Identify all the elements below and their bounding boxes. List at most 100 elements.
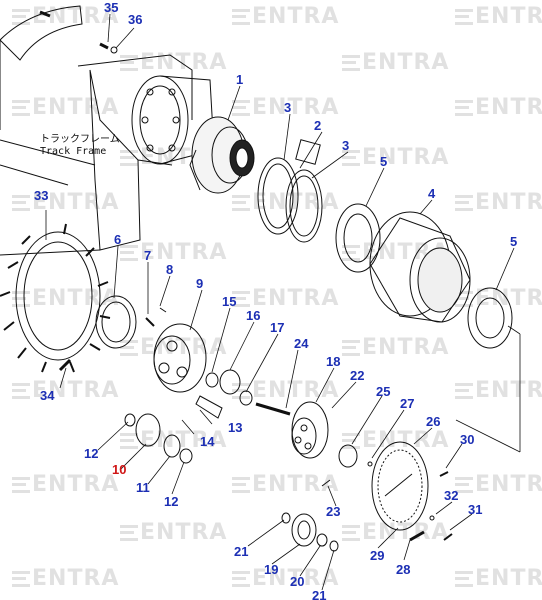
watermark-logo-icon — [342, 55, 360, 71]
callout-1[interactable]: 1 — [236, 72, 244, 87]
watermark: ENTRA — [342, 335, 449, 360]
callout-11[interactable]: 11 — [136, 480, 150, 495]
callout-5[interactable]: 5 — [380, 154, 388, 169]
callout-24[interactable]: 24 — [294, 336, 309, 351]
callout-7[interactable]: 7 — [144, 248, 152, 263]
track-frame-label-english: Track Frame — [40, 146, 107, 157]
watermark-logo-icon — [455, 100, 473, 116]
watermark-logo-icon — [232, 477, 250, 493]
watermark-logo-icon — [12, 571, 30, 587]
watermark-logo-icon — [12, 291, 30, 307]
watermark-logo-icon — [120, 245, 138, 261]
watermark-logo-icon — [455, 477, 473, 493]
motor-housing — [131, 75, 215, 165]
callout-8[interactable]: 8 — [166, 262, 174, 277]
watermark-logo-icon — [12, 195, 30, 211]
callout-26[interactable]: 26 — [426, 414, 441, 429]
callout-16[interactable]: 16 — [246, 308, 261, 323]
watermark-logo-icon — [455, 9, 473, 25]
callout-23[interactable]: 23 — [326, 504, 341, 519]
callout-12[interactable]: 12 — [84, 446, 99, 461]
callout-31[interactable]: 31 — [468, 502, 483, 517]
watermark-logo-icon — [232, 571, 250, 587]
watermark-logo-icon — [12, 100, 30, 116]
callout-14[interactable]: 14 — [200, 434, 215, 449]
bearing-left — [335, 203, 381, 273]
track-frame-label-japanese: トラックフレーム — [40, 134, 120, 145]
callout-21[interactable]: 21 — [234, 544, 249, 559]
callout-35[interactable]: 35 — [104, 0, 119, 15]
watermark: ENTRA — [455, 566, 542, 591]
second-carrier — [291, 401, 329, 459]
watermark-logo-icon — [342, 433, 360, 449]
bearing-right — [467, 287, 513, 349]
watermark-logo-icon — [232, 383, 250, 399]
callout-29[interactable]: 29 — [370, 548, 385, 563]
watermark: ENTRA — [232, 4, 339, 29]
callout-30[interactable]: 30 — [460, 432, 475, 447]
watermark: ENTRA — [342, 50, 449, 75]
watermark-logo-icon — [120, 55, 138, 71]
watermark-logo-icon — [232, 100, 250, 116]
watermark: ENTRA — [455, 95, 542, 120]
watermark: ENTRA — [232, 286, 339, 311]
watermark-logo-icon — [120, 433, 138, 449]
sprocket-ring — [0, 223, 111, 373]
watermark: ENTRA — [12, 566, 119, 591]
callout-34[interactable]: 34 — [40, 388, 55, 403]
callout-3-second[interactable]: 3 — [342, 138, 350, 153]
callout-15[interactable]: 15 — [222, 294, 237, 309]
sprocket-hub — [369, 211, 471, 323]
callout-27[interactable]: 27 — [400, 396, 415, 411]
watermark: ENTRA — [12, 95, 119, 120]
watermark-logo-icon — [232, 9, 250, 25]
watermark-logo-icon — [232, 195, 250, 211]
callout-6[interactable]: 6 — [114, 232, 122, 247]
watermark: ENTRA — [455, 472, 542, 497]
watermark: ENTRA — [12, 378, 119, 403]
watermark: ENTRA — [232, 566, 339, 591]
callout-36[interactable]: 36 — [128, 12, 143, 27]
shaft-parts — [195, 369, 291, 419]
watermark: ENTRA — [12, 190, 119, 215]
callout-22[interactable]: 22 — [350, 368, 365, 383]
callout-20[interactable]: 20 — [290, 574, 305, 589]
callout-9[interactable]: 9 — [196, 276, 204, 291]
watermark: ENTRA — [232, 378, 339, 403]
ring-gear — [95, 295, 137, 349]
callout-28[interactable]: 28 — [396, 562, 411, 577]
callout-13[interactable]: 13 — [228, 420, 243, 435]
callout-17[interactable]: 17 — [270, 320, 285, 335]
callout-19[interactable]: 19 — [264, 562, 279, 577]
watermark: ENTRA — [120, 50, 227, 75]
watermark: ENTRA — [12, 472, 119, 497]
callout-12-second[interactable]: 12 — [164, 494, 179, 509]
cover-plate — [338, 441, 429, 531]
watermark: ENTRA — [455, 378, 542, 403]
callout-5-second[interactable]: 5 — [510, 234, 518, 249]
watermark: ENTRA — [232, 95, 339, 120]
watermark-logo-icon — [232, 291, 250, 307]
callout-32[interactable]: 32 — [444, 488, 459, 503]
track-frame-label: トラックフレーム Track Frame — [40, 134, 120, 158]
watermark-logo-icon — [12, 383, 30, 399]
watermark: ENTRA — [120, 428, 227, 453]
callout-2[interactable]: 2 — [314, 118, 322, 133]
watermark-logo-icon — [342, 525, 360, 541]
watermark: ENTRA — [120, 240, 227, 265]
callout-3[interactable]: 3 — [284, 100, 292, 115]
callout-33[interactable]: 33 — [34, 188, 49, 203]
watermark: ENTRA — [12, 286, 119, 311]
callout-21-second[interactable]: 21 — [312, 588, 327, 600]
callout-4[interactable]: 4 — [428, 186, 436, 201]
callout-18[interactable]: 18 — [326, 354, 341, 369]
callout-25[interactable]: 25 — [376, 384, 391, 399]
leader-lines — [45, 13, 521, 591]
planet-carrier — [153, 323, 207, 393]
callout-10[interactable]: 10 — [112, 462, 127, 477]
watermark-logo-icon — [12, 477, 30, 493]
watermark: ENTRA — [342, 520, 449, 545]
watermark-logo-icon — [342, 150, 360, 166]
